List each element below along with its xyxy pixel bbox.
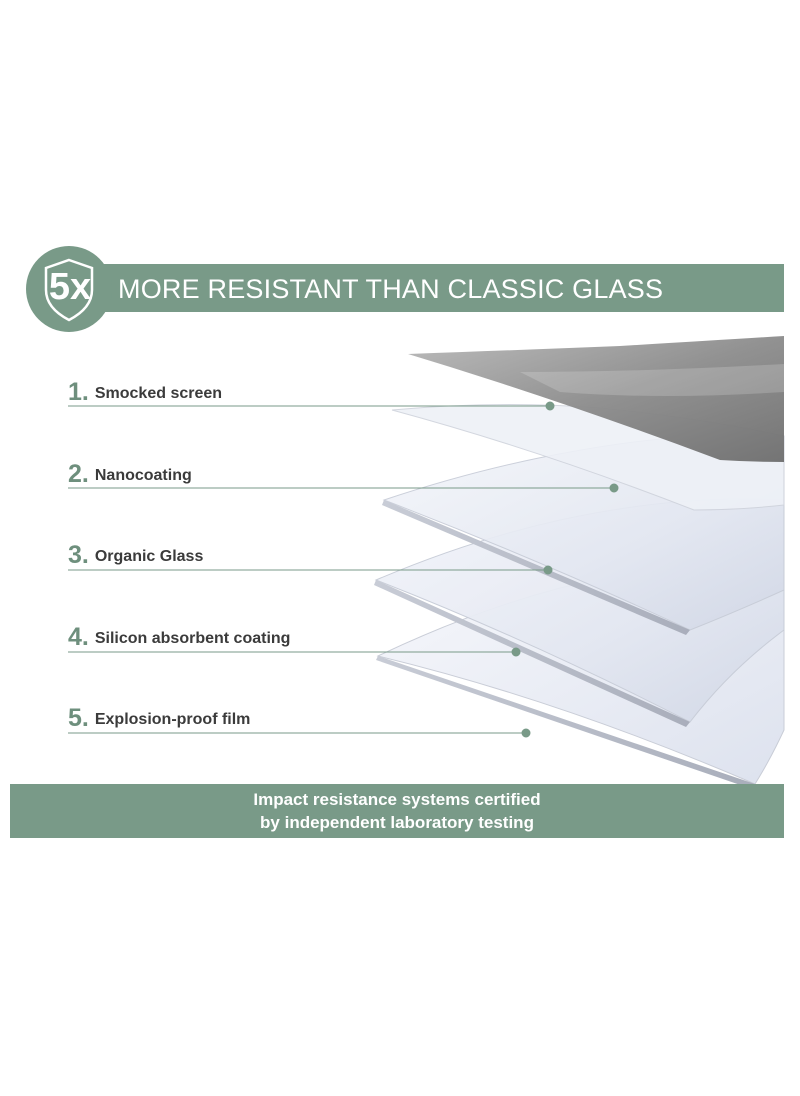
header-title: MORE RESISTANT THAN CLASSIC GLASS <box>118 274 664 304</box>
leader-dot-2 <box>609 483 619 493</box>
leader-dot-1 <box>545 401 555 411</box>
layer-label-3: 3. Organic Glass <box>68 541 203 571</box>
layer-text: Organic Glass <box>94 548 204 565</box>
footer-caption: Impact resistance systems certified by i… <box>10 788 784 834</box>
layer-text: Explosion-proof film <box>94 711 251 728</box>
layer-number: 1. <box>68 378 89 406</box>
layer-number: 3. <box>68 541 89 569</box>
layer-5-edge <box>376 656 755 789</box>
shield-icon <box>44 258 94 322</box>
layer-4-edge <box>374 580 690 727</box>
layer-number: 5. <box>68 704 89 732</box>
header-band <box>62 264 784 312</box>
layer-text: Smocked screen <box>94 385 223 402</box>
layer-1-smoked <box>408 336 784 462</box>
footer-line-2: by independent laboratory testing <box>260 813 534 832</box>
layer-number: 4. <box>68 623 89 651</box>
leader-dot-4 <box>511 647 521 657</box>
layer-text: Nanocoating <box>94 467 192 484</box>
leader-dot-3 <box>543 565 553 575</box>
layer-text: Silicon absorbent coating <box>94 630 291 647</box>
layer-1-highlight <box>520 364 784 396</box>
footer-line-1: Impact resistance systems certified <box>253 790 541 809</box>
leader-dot-5 <box>521 728 531 738</box>
layer-3-edge <box>382 500 690 635</box>
layer-label-5: 5. Explosion-proof film <box>68 704 250 734</box>
footer-band <box>10 784 784 838</box>
layer-label-1: 1. Smocked screen <box>68 378 222 408</box>
badge-multiplier: 5x <box>48 266 92 308</box>
layer-number: 2. <box>68 460 89 488</box>
layer-label-4: 4. Silicon absorbent coating <box>68 623 290 653</box>
resistance-badge: 5x <box>26 246 112 332</box>
layer-label-2: 2. Nanocoating <box>68 460 192 490</box>
